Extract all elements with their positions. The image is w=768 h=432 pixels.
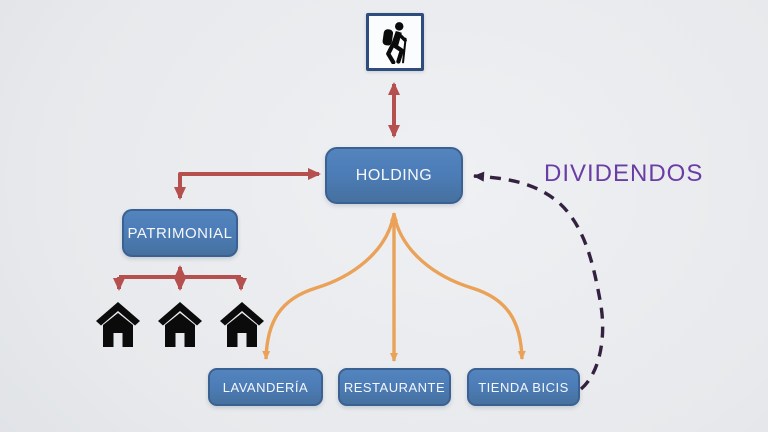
node-patrimonial: PATRIMONIAL <box>122 209 238 257</box>
node-tienda-bicis-label: TIENDA BICIS <box>478 379 569 395</box>
connector-dividends <box>473 171 605 391</box>
house-icon <box>158 302 202 348</box>
house-icon <box>96 302 140 348</box>
node-holding-label: HOLDING <box>355 166 433 184</box>
dividends-label: DIVIDENDOS <box>544 160 704 187</box>
owner-box <box>366 13 424 71</box>
node-restaurante: RESTAURANTE <box>338 368 451 406</box>
connector-holding-tienda-bicis <box>392 213 526 360</box>
house-icon <box>220 302 264 348</box>
node-lavanderia: LAVANDERÍA <box>208 368 323 406</box>
connector-holding-lavanderia <box>262 213 396 360</box>
node-lavanderia-label: LAVANDERÍA <box>222 379 309 395</box>
node-holding: HOLDING <box>325 147 463 204</box>
node-restaurante-label: RESTAURANTE <box>343 379 446 395</box>
node-patrimonial-label: PATRIMONIAL <box>127 224 233 242</box>
hiker-icon <box>375 20 415 64</box>
node-tienda-bicis: TIENDA BICIS <box>467 368 580 406</box>
connector-holding-patrimonial <box>174 168 321 200</box>
